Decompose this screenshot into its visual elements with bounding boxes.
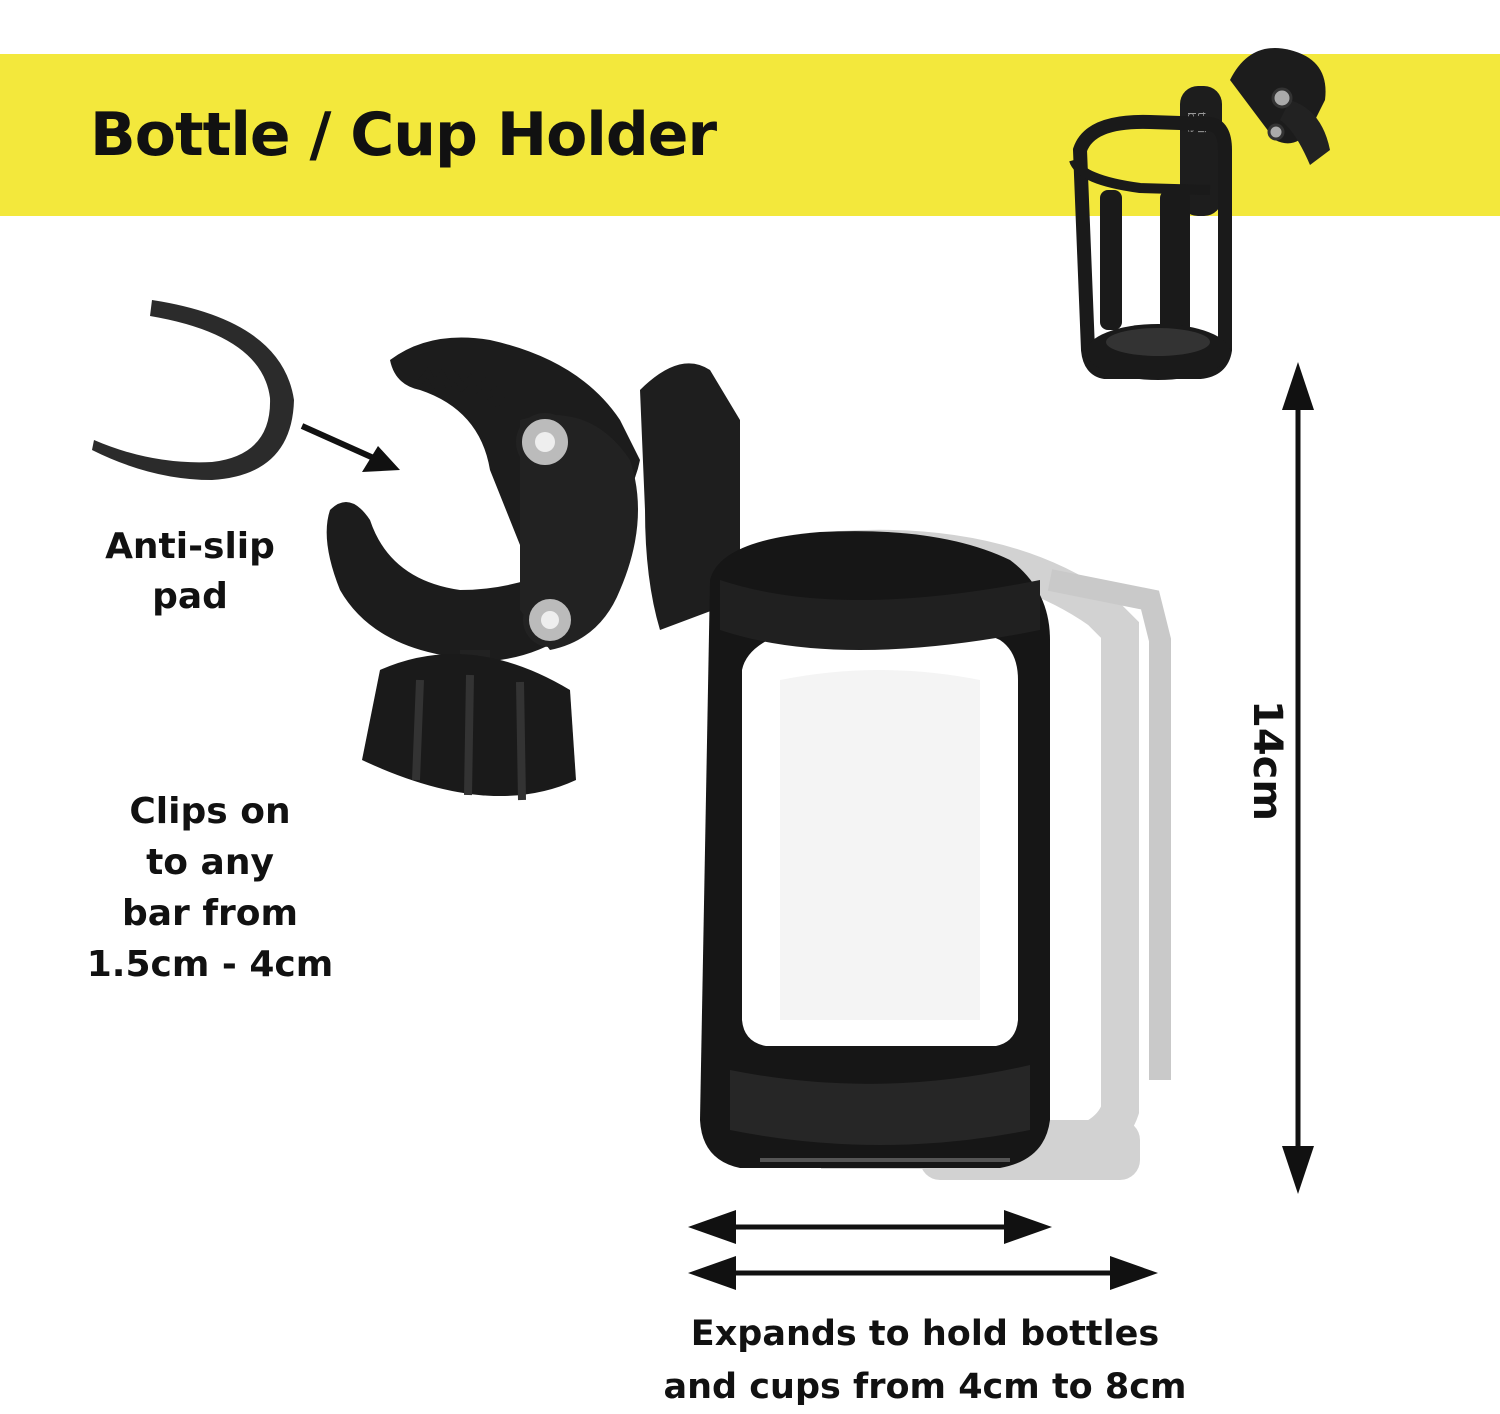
min-width-arrow (688, 1210, 1052, 1244)
anti-slip-pad-caption: Anti-slip pad (70, 522, 310, 622)
clip-range-caption: Clips on to any bar from 1.5cm - 4cm (70, 786, 350, 990)
page-title: Bottle / Cup Holder (90, 100, 717, 170)
anti-slip-pad-image (92, 300, 294, 480)
caption-line: Expands to hold bottles (690, 1314, 1160, 1354)
height-dimension-arrow (1282, 362, 1314, 1194)
caption-line: and cups from 4cm to 8cm (663, 1367, 1187, 1407)
height-label: 14cm (1244, 700, 1290, 822)
caption-line: 1.5cm - 4cm (86, 944, 334, 985)
max-width-arrow (688, 1256, 1158, 1290)
caption-line: Anti-slip (105, 526, 275, 567)
caption-line: pad (152, 576, 228, 617)
caption-line: to any (146, 842, 274, 883)
product-thumbnail: tedi bee (1069, 48, 1330, 380)
caption-line: Clips on (129, 791, 291, 832)
expand-caption: Expands to hold bottles and cups from 4c… (620, 1308, 1230, 1414)
clamp-image (326, 337, 740, 801)
caption-line: bar from (121, 893, 298, 934)
cup-holder-image (700, 531, 1050, 1168)
pointer-arrow-icon (300, 423, 400, 472)
